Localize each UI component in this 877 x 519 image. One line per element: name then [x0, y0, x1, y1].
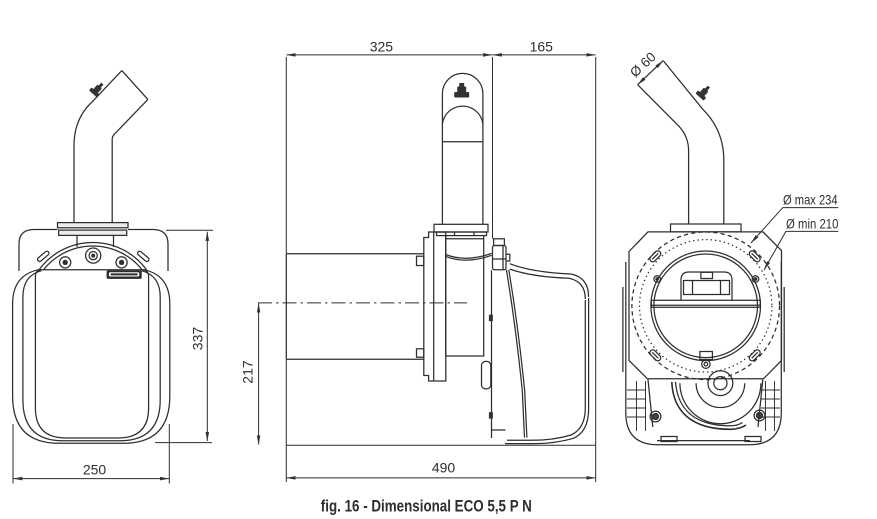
svg-text:490: 490: [432, 460, 456, 476]
svg-text:165: 165: [530, 39, 554, 55]
svg-text:325: 325: [370, 39, 394, 55]
svg-text:Ø min 210: Ø min 210: [786, 216, 839, 232]
svg-text:Ø max 234: Ø max 234: [783, 192, 838, 208]
svg-text:fig. 16 - Dimensional ECO 5,5: fig. 16 - Dimensional ECO 5,5 P N: [321, 498, 532, 516]
svg-text:337: 337: [190, 327, 206, 351]
svg-text:217: 217: [240, 360, 256, 384]
svg-text:250: 250: [83, 462, 107, 478]
